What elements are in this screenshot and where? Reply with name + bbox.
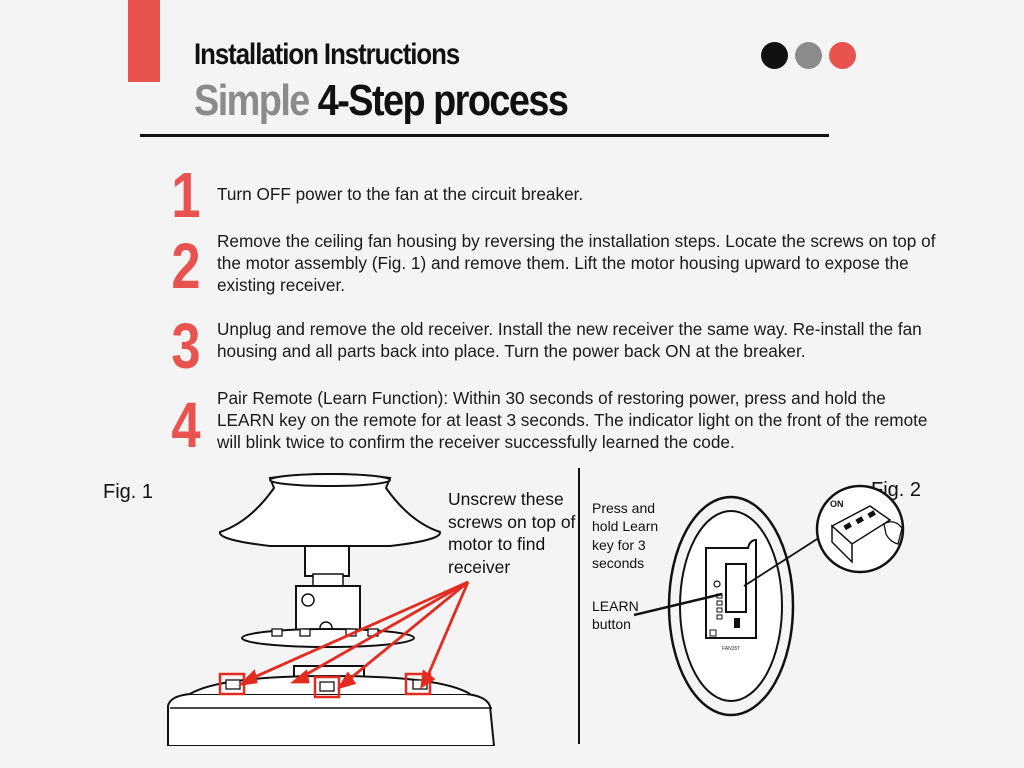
header-divider bbox=[140, 134, 829, 137]
figure-divider bbox=[578, 468, 580, 744]
page-title: Installation Instructions bbox=[194, 38, 460, 71]
fig1-label: Fig. 1 bbox=[103, 481, 154, 503]
step-number: 1 bbox=[171, 159, 201, 231]
black-dot-icon bbox=[761, 42, 788, 69]
page-subtitle: Simple 4-Step process bbox=[194, 76, 569, 126]
step-text: Pair Remote (Learn Function): Within 30 … bbox=[217, 388, 928, 452]
decorative-dots bbox=[761, 42, 856, 69]
remote-model-label: FAN35T bbox=[722, 646, 740, 652]
step-number: 2 bbox=[171, 230, 201, 302]
fig2-learn-caption: LEARN button bbox=[592, 598, 639, 633]
red-dot-icon bbox=[829, 42, 856, 69]
step-text: Turn OFF power to the fan at the circuit… bbox=[217, 184, 584, 204]
step-text: Unplug and remove the old receiver. Inst… bbox=[217, 319, 922, 361]
dip-switch-zoom-illustration: ON bbox=[815, 484, 905, 574]
pointer-lines bbox=[633, 531, 829, 617]
switch-on-label: ON bbox=[830, 499, 844, 509]
step-text: Remove the ceiling fan housing by revers… bbox=[217, 231, 936, 295]
fig1-caption: Unscrew these screws on top of motor to … bbox=[448, 489, 576, 577]
step-number: 3 bbox=[171, 310, 201, 382]
step-number: 4 bbox=[171, 389, 201, 461]
subtitle-grey-word: Simple bbox=[194, 76, 310, 125]
accent-bar bbox=[128, 0, 160, 82]
fig2-press-caption: Press and hold Learn key for 3 seconds bbox=[592, 500, 659, 571]
remote-illustration: FAN35T bbox=[667, 495, 795, 717]
fan-motor-illustration bbox=[167, 473, 496, 746]
grey-dot-icon bbox=[795, 42, 822, 69]
subtitle-black-words: 4-Step process bbox=[317, 76, 569, 125]
